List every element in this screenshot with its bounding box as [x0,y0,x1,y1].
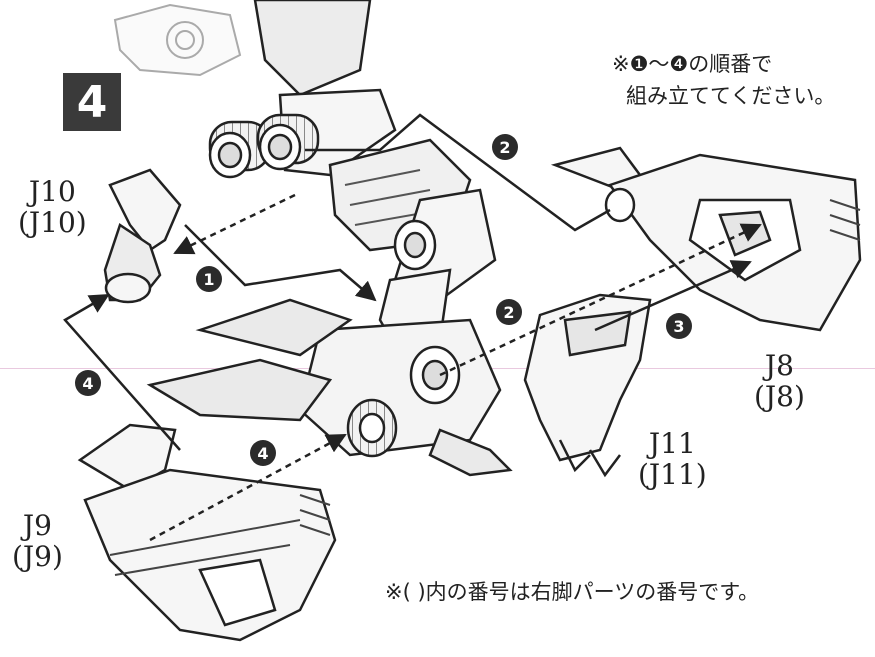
part-alt-code: (J10) [18,206,87,239]
callout-step-3: 3 [666,313,692,339]
bottom-note: ※( )内の番号は右脚パーツの番号です。 [385,580,760,604]
callout-step-4a: 4 [75,370,101,396]
callout-step-2a: 2 [492,134,518,160]
callout-step-2b: 2 [496,299,522,325]
callout-step-1: 1 [196,266,222,292]
step-number-box: 4 [63,73,121,131]
main-body [146,0,513,477]
part-code: J10 [28,175,76,208]
label-j9: J9 (J9) [12,510,63,572]
order-note-line1: ※❶～❹の順番で [612,52,773,76]
step-number: 4 [76,76,108,128]
order-note-line2: 組み立ててください。 [626,84,836,108]
part-j9-drawing [77,423,337,642]
part-alt-code: (J9) [12,540,63,573]
label-j11: J11 (J11) [638,428,707,490]
label-j8: J8 (J8) [754,350,805,412]
part-alt-code: (J8) [754,380,805,413]
callout-step-4b: 4 [250,440,276,466]
label-j10: J10 (J10) [18,176,87,238]
part-code: J9 [22,509,52,542]
part-j11-drawing [523,293,652,478]
assembly-guide-lines [63,113,762,542]
previous-assembly-ghost [113,3,242,77]
part-code: J8 [764,349,794,382]
part-j10-drawing [103,168,182,304]
part-code: J11 [648,427,696,460]
part-alt-code: (J11) [638,458,707,491]
